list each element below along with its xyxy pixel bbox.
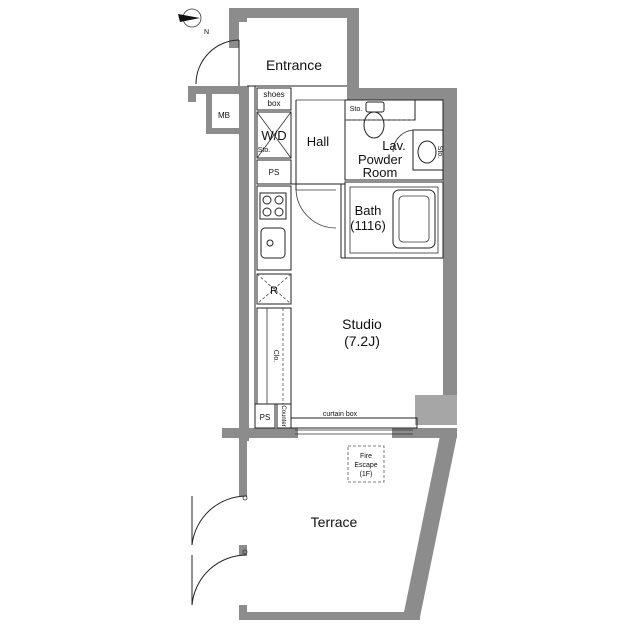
room-label-powder: Powder [358, 152, 403, 167]
label-ps-top: PS [269, 168, 280, 177]
label-shoes-box-2: box [268, 99, 281, 108]
label-ps-bottom: PS [260, 413, 271, 422]
label-mb: MB [218, 111, 230, 120]
label-curtain-box: curtain box [323, 411, 358, 418]
room-label-hall: Hall [307, 134, 330, 149]
label-refrigerator: R [270, 285, 278, 297]
label-counter: Counter [280, 405, 286, 426]
label-fire-escape-2: Escape [354, 462, 377, 469]
walls [188, 8, 457, 620]
room-label-studio: Studio [342, 316, 382, 332]
room-label-powder-room: Room [363, 165, 398, 180]
doors [191, 39, 416, 606]
label-shoes-box-1: shoes [263, 90, 284, 99]
compass-icon: N [178, 8, 209, 36]
label-sto-wd: Sto. [258, 147, 271, 154]
room-label-bath: Bath [355, 203, 382, 218]
labels: Entrance shoes box MB W/D Sto. Hall Sto.… [218, 57, 443, 530]
label-fire-escape-1: Fire [360, 453, 372, 460]
compass-label: N [204, 29, 209, 36]
room-label-bath-size: (1116) [350, 218, 386, 233]
room-label-entrance: Entrance [266, 57, 322, 73]
room-label-terrace: Terrace [311, 514, 358, 530]
label-clo: Clo. [272, 350, 279, 363]
label-sto-top: Sto. [350, 106, 363, 113]
label-wd: W/D [261, 128, 286, 143]
label-sto-right: Sto. [436, 146, 443, 159]
label-fire-escape-3: (1F) [360, 471, 373, 478]
interior-lines [247, 85, 444, 483]
label-lav: Lav. [382, 138, 406, 153]
room-label-studio-size: (7.2J) [344, 333, 380, 349]
